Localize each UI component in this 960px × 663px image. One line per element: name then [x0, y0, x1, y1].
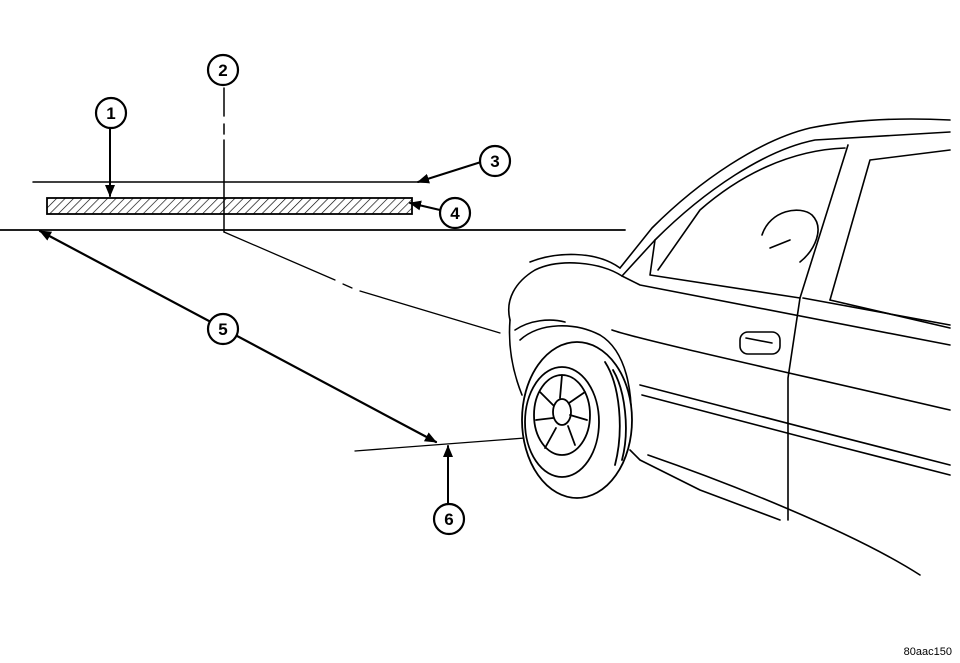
- callout-4: 4: [438, 196, 472, 230]
- callout-4-arrow: [409, 200, 441, 211]
- svg-text:5: 5: [218, 320, 227, 339]
- aiming-tape-strip: [46, 197, 413, 215]
- vehicle-centerline-dash: [342, 283, 353, 289]
- callout-1: 1: [94, 96, 128, 130]
- callout-3: 3: [478, 144, 512, 178]
- vehicle-centerline-projection-2: [359, 290, 501, 334]
- callout-5-double-arrow: [38, 229, 438, 444]
- svg-text:1: 1: [106, 104, 115, 123]
- front-axle-reference-line: [354, 437, 526, 452]
- callout-2: 2: [206, 53, 240, 87]
- callout-6: 6: [432, 502, 466, 536]
- svg-text:6: 6: [444, 510, 453, 529]
- figure-id: 80aac150: [904, 646, 952, 658]
- vehicle-centerline-projection: [223, 231, 336, 281]
- callout-5: 5: [206, 312, 240, 346]
- svg-text:2: 2: [218, 61, 227, 80]
- svg-text:4: 4: [450, 204, 460, 223]
- svg-text:3: 3: [490, 152, 499, 171]
- front-wheel: [521, 341, 633, 499]
- callout-3-arrow: [417, 161, 482, 184]
